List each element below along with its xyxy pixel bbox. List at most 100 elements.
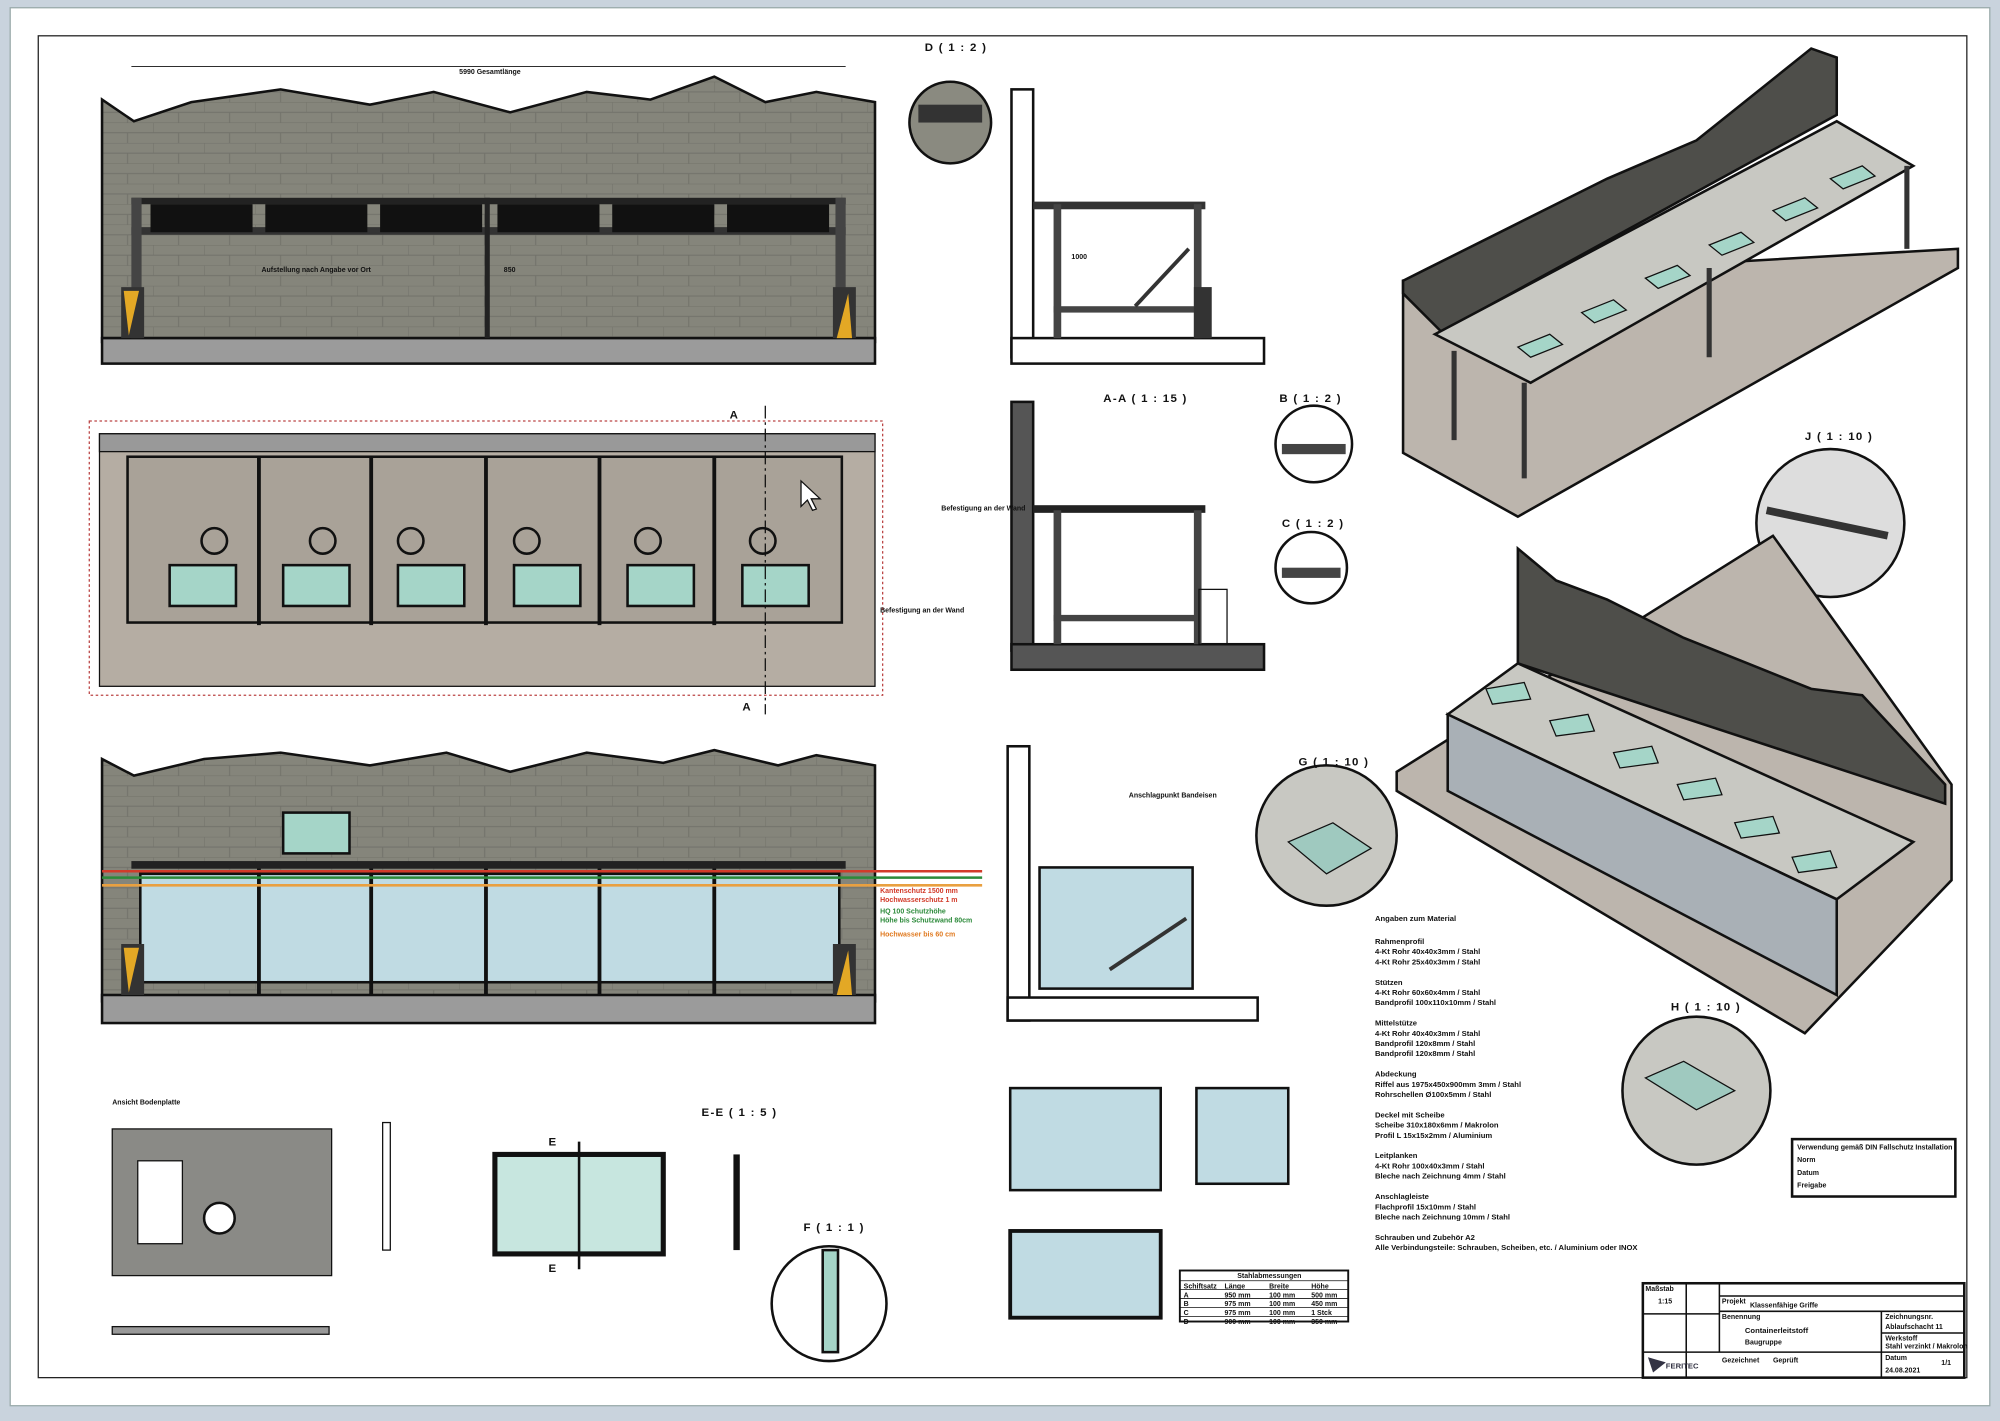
detail-f-label: F ( 1 : 1 ) xyxy=(804,1222,865,1234)
section-aa-top: 1000 xyxy=(1010,88,1266,365)
info-box: Verwendung gemäß DIN Fallschutz Installa… xyxy=(1790,1137,1957,1198)
checked-label: Geprüft xyxy=(1773,1357,1799,1364)
size-table-cell: 100 mm xyxy=(1269,1310,1295,1317)
size-table-cell: D xyxy=(1184,1319,1189,1326)
company-logo-icon xyxy=(1647,1357,1666,1373)
info-title: Verwendung gemäß DIN Fallschutz Installa… xyxy=(1797,1144,1952,1151)
material-line: Rahmenprofil xyxy=(1375,937,1424,946)
material-line: 4-Kt Rohr 25x40x3mm / Stahl xyxy=(1375,957,1480,966)
aa-height: 1000 xyxy=(1071,254,1087,261)
section-ee-view: E E E-E ( 1 : 5 ) F ( 1 : 1 ) xyxy=(492,1107,888,1363)
material-line: 4-Kt Rohr 40x40x3mm / Stahl xyxy=(1375,1029,1480,1038)
section-ee-label: E-E ( 1 : 5 ) xyxy=(702,1107,778,1119)
drawing-border xyxy=(37,35,1968,1379)
size-table-cell: C xyxy=(1184,1310,1189,1317)
material-line: Riffel aus 1975x450x900mm 3mm / Stahl xyxy=(1375,1080,1521,1089)
note-wall-anchor: Befestigung an der Wand xyxy=(941,505,1025,512)
info-line-1: Norm xyxy=(1797,1157,1815,1164)
material-line: Rohrschellen Ø100x5mm / Stahl xyxy=(1375,1090,1491,1099)
ansicht-label: Ansicht Bodenplatte xyxy=(112,1100,180,1107)
cut-e-bottom: E xyxy=(548,1263,557,1275)
size-table-cell: Höhe xyxy=(1311,1283,1329,1290)
title-block: Maßstab 1:15 Projekt Klassenfähige Griff… xyxy=(1641,1281,1968,1379)
cut-a-bottom: A xyxy=(742,702,752,714)
name-label: Benennung xyxy=(1722,1314,1761,1321)
material-line: Bandprofil 120x8mm / Stahl xyxy=(1375,1049,1475,1058)
drawing-name: Containerleitstoff xyxy=(1745,1326,1809,1335)
material-line: Bandprofil 100x110x10mm / Stahl xyxy=(1375,998,1496,1007)
front-elevation-bottom: Kantenschutz 1500 mm Hochwasserschutz 1 … xyxy=(100,748,983,1025)
date-value: 24.08.2021 xyxy=(1885,1368,1920,1375)
note-profile: Aufstellung nach Angabe vor Ort xyxy=(261,267,371,274)
size-table-cell: 350 mm xyxy=(1311,1319,1337,1326)
material-line: Bleche nach Zeichnung 10mm / Stahl xyxy=(1375,1212,1510,1221)
material-line: Bleche nach Zeichnung 4mm / Stahl xyxy=(1375,1172,1506,1181)
material-line: Deckel mit Scheibe xyxy=(1375,1110,1445,1119)
material-line: Bandprofil 120x8mm / Stahl xyxy=(1375,1039,1475,1048)
drawn-label: Gezeichnet xyxy=(1722,1357,1760,1364)
material-label: Werkstoff xyxy=(1885,1336,1918,1343)
note-red-1: Kantenschutz 1500 mm xyxy=(880,888,958,895)
size-table-cell: 975 mm xyxy=(1224,1301,1250,1308)
note-door: Anschlagpunkt Bandeisen xyxy=(1129,792,1217,799)
date-label: Datum xyxy=(1885,1355,1907,1362)
drawing-no-label: Zeichnungsnr. xyxy=(1885,1314,1933,1321)
size-table-cell: 450 mm xyxy=(1311,1301,1337,1308)
material-line: 4-Kt Rohr 100x40x3mm / Stahl xyxy=(1375,1161,1485,1170)
mouse-cursor-icon xyxy=(800,479,822,512)
note-green-1: HQ 100 Schutzhöhe xyxy=(880,908,946,915)
info-line-3: Freigabe xyxy=(1797,1183,1826,1190)
size-table-cell: Breite xyxy=(1269,1283,1289,1290)
drawing-no: Ablaufschacht 11 xyxy=(1885,1324,1943,1331)
size-table-cell: 100 mm xyxy=(1269,1301,1295,1308)
plan-view: A A Befestigung an der Wand xyxy=(88,405,964,715)
size-table-cell: 100 mm xyxy=(1269,1319,1295,1326)
company-name: FERITEC xyxy=(1666,1362,1699,1371)
size-table-cell: Schiftsatz xyxy=(1184,1283,1218,1290)
note-orange: Hochwasser bis 60 cm xyxy=(880,931,955,938)
material-line: Abdeckung xyxy=(1375,1070,1417,1079)
cut-a-top: A xyxy=(730,409,740,421)
size-table-cell: Länge xyxy=(1224,1283,1245,1290)
material-line: Flachprofil 15x10mm / Stahl xyxy=(1375,1202,1476,1211)
detail-b-label: B ( 1 : 2 ) xyxy=(1279,393,1341,405)
size-table-cell: B xyxy=(1184,1301,1189,1308)
size-table-cell: 900 mm xyxy=(1224,1319,1250,1326)
isometric-view-top: J ( 1 : 10 ) xyxy=(1401,47,1960,599)
cut-e-top: E xyxy=(548,1137,557,1149)
project-value: Klassenfähige Griffe xyxy=(1750,1302,1818,1309)
material-line: Alle Verbindungsteile: Schrauben, Scheib… xyxy=(1375,1243,1638,1252)
section-aa-label: A-A ( 1 : 15 ) xyxy=(1103,393,1187,405)
detail-g-label: G ( 1 : 10 ) xyxy=(1298,756,1369,768)
detail-h-label: H ( 1 : 10 ) xyxy=(1671,1001,1741,1013)
sheet-number: 1/1 xyxy=(1941,1360,1951,1367)
size-table-cell: 975 mm xyxy=(1224,1310,1250,1317)
size-table-cell: 1 Stck xyxy=(1311,1310,1332,1317)
info-line-2: Datum xyxy=(1797,1170,1819,1177)
material-line: 4-Kt Rohr 40x40x3mm / Stahl xyxy=(1375,947,1480,956)
detail-d-label: D ( 1 : 2 ) xyxy=(925,42,987,54)
detail-c-label: C ( 1 : 2 ) xyxy=(1282,518,1344,530)
project-label: Projekt xyxy=(1722,1299,1746,1306)
material-line: Profil L 15x15x2mm / Aluminium xyxy=(1375,1131,1492,1140)
material-line: Leitplanken xyxy=(1375,1151,1418,1160)
size-table: Stahlabmessungen Schiftsatz Länge Breite Hö… xyxy=(1178,1269,1350,1326)
front-elevation-top: 5990 Gesamtlänge Aufstellung nach Angabe… xyxy=(100,65,877,365)
base-plate-view: Ansicht Bodenplatte xyxy=(111,1100,391,1335)
material-line: Anschlagleiste xyxy=(1375,1192,1429,1201)
panel-views xyxy=(1008,1086,1290,1320)
note-plan-anchor: Befestigung an der Wand xyxy=(880,607,964,614)
isometric-view-bottom: G ( 1 : 10 ) H ( 1 : 10 ) xyxy=(1255,534,1953,1166)
detail-d: D ( 1 : 2 ) xyxy=(908,42,993,165)
scale-label: Maßstab xyxy=(1645,1286,1673,1293)
size-table-title: Stahlabmessungen xyxy=(1237,1273,1301,1280)
material-line: Mittelstütze xyxy=(1375,1019,1417,1028)
material-title: Angaben zum Material xyxy=(1375,914,1456,923)
drawing-sub: Baugruppe xyxy=(1745,1339,1782,1346)
section-aa-middle: A-A ( 1 : 15 ) Befestigung an der Wand B… xyxy=(941,393,1354,672)
overall-dimension: 5990 Gesamtlänge xyxy=(459,69,521,76)
bay-dimension: 850 xyxy=(504,267,516,274)
